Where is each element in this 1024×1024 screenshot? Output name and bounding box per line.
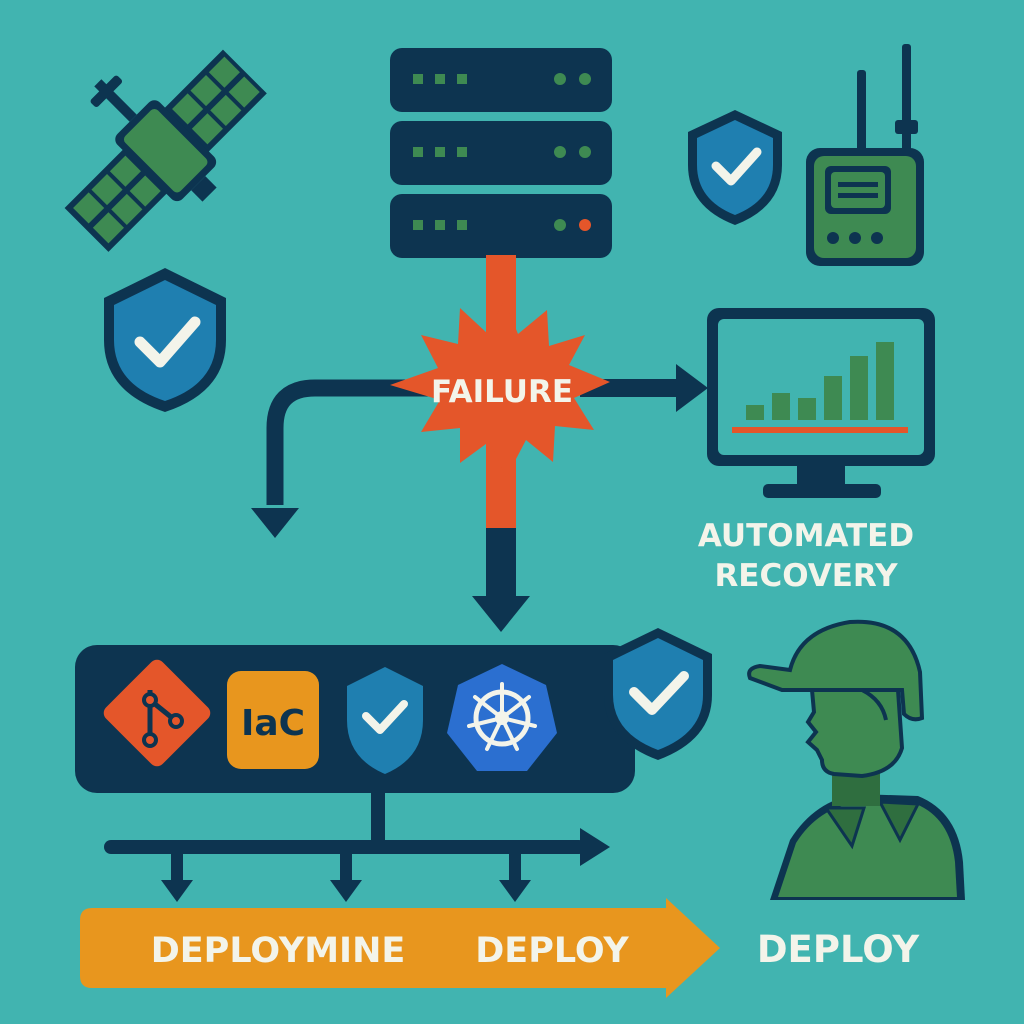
threshold-line: [732, 427, 908, 433]
shield-check-icon: [104, 268, 226, 412]
chart-bar: [824, 376, 842, 420]
iac-tile: IaC: [227, 671, 319, 769]
arrow-right-to-monitor: [580, 364, 708, 412]
server-rack-icon: [390, 48, 612, 258]
soldier-icon: [747, 619, 965, 900]
chart-bar: [850, 356, 868, 420]
chart-bar: [746, 405, 764, 420]
monitor-caption-line1: AUTOMATED: [698, 518, 914, 554]
shield-check-icon: [688, 110, 782, 225]
monitor-chart-icon: [707, 308, 935, 498]
chart-bar: [876, 342, 894, 420]
failure-label: FAILURE: [431, 374, 573, 410]
distribution-arrows: [104, 790, 610, 902]
arrow-left-branch: [251, 379, 430, 538]
radio-icon: [806, 44, 924, 266]
iac-label: IaC: [241, 703, 305, 744]
shield-check-icon: [347, 667, 423, 774]
satellite-icon: [64, 49, 267, 252]
chart-bar: [772, 393, 790, 420]
monitor-caption-line2: RECOVERY: [714, 558, 898, 594]
shield-check-icon: [604, 628, 712, 760]
arrow-down-to-pipeline: [472, 528, 530, 632]
git-icon: [103, 659, 211, 767]
kubernetes-icon: [447, 664, 557, 771]
banner-text-2: DEPLOY: [475, 931, 629, 971]
deploy-banner: DEPLOYMINE DEPLOY: [80, 898, 720, 998]
soldier-caption: DEPLOY: [757, 928, 920, 971]
banner-text-1: DEPLOYMINE: [151, 931, 406, 971]
chart-bar: [798, 398, 816, 420]
failure-burst: FAILURE: [390, 300, 610, 478]
